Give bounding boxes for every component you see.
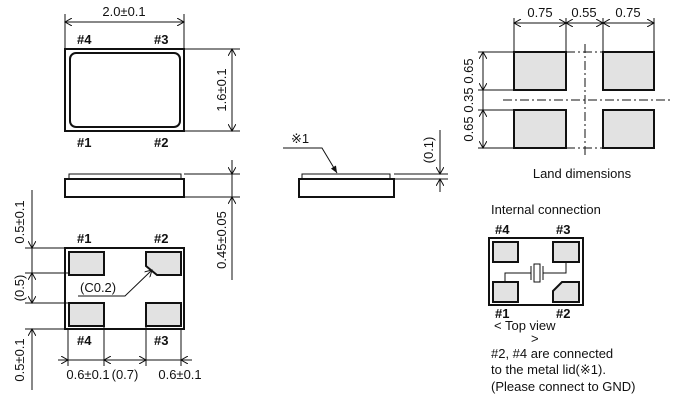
land-pad [602, 109, 655, 149]
pin-label-1: #1 [77, 231, 91, 246]
top-view-label-close: > [531, 331, 539, 346]
lid-outline [69, 52, 181, 128]
body-side [298, 178, 395, 198]
pin-label-3: #3 [154, 333, 168, 348]
land-left-dim-1: 0.65 [461, 58, 476, 83]
pin-label-2: #2 [556, 306, 570, 321]
lid-side-view: ※1 (0.1) [283, 130, 448, 198]
internal-title: Internal connection [491, 202, 601, 217]
land-caption: Land dimensions [533, 166, 632, 181]
chamfer-leader [78, 270, 152, 297]
pad-1 [68, 251, 105, 276]
pin-label-1: #1 [495, 306, 509, 321]
land-left-dim-2: 0.35 [461, 87, 476, 112]
crystal-symbol [533, 263, 541, 283]
land-pad [513, 51, 567, 91]
bottom-dim-2: (0.7) [112, 367, 139, 382]
pad-1 [492, 281, 519, 303]
body-side [64, 178, 185, 198]
package-outline [64, 247, 185, 330]
width-dim: 2.0±0.1 [102, 4, 145, 19]
internal-connection: Internal connection #4 #3 #1 #2 < Top vi… [488, 202, 636, 394]
land-top-dim-3: 0.75 [615, 5, 640, 20]
top-view-label: < Top view [494, 318, 556, 333]
land-top-dim-2: 0.55 [571, 5, 596, 20]
pin-label-4: #4 [77, 32, 92, 47]
side-view: 0.45±0.05 [64, 160, 240, 280]
connection-wire [504, 272, 531, 282]
bottom-view: #1 #2 #4 #3 (C0.2) 0.5±0.1 (0.5) 0.5±0.1… [12, 190, 202, 390]
connection-wire [543, 262, 567, 274]
pin-label-1: #1 [77, 135, 91, 150]
pad-3 [145, 302, 182, 327]
chamfer-label: (C0.2) [80, 280, 116, 295]
pin-label-3: #3 [154, 32, 168, 47]
note-line-2: to the metal lid(※1). [491, 362, 606, 377]
pad-4 [68, 302, 105, 327]
note-line-3: (Please connect to GND) [491, 379, 636, 394]
pad-2 [552, 281, 580, 303]
bottom-dim-1: 0.6±0.1 [66, 367, 109, 382]
land-left-dim-3: 0.65 [461, 116, 476, 141]
left-dim-1: 0.5±0.1 [12, 200, 27, 243]
left-dim-3: 0.5±0.1 [12, 338, 27, 381]
pin-label-3: #3 [556, 222, 570, 237]
pin-label-2: #2 [154, 231, 168, 246]
pad-3 [552, 241, 580, 263]
land-pad [602, 51, 655, 91]
package-outline [488, 237, 584, 306]
height-dim: 1.6±0.1 [214, 68, 229, 111]
land-top-dim-1: 0.75 [527, 5, 552, 20]
thickness-dim: 0.45±0.05 [214, 211, 229, 269]
pin-label-4: #4 [495, 222, 510, 237]
package-outline [64, 48, 185, 132]
pad-4 [492, 241, 519, 263]
lid-leader [283, 147, 338, 174]
pin-label-4: #4 [77, 333, 92, 348]
top-view: 2.0±0.1 1.6±0.1 #4 #3 #1 #2 [64, 4, 240, 150]
pad-2 [145, 251, 182, 276]
note-line-1: #2, #4 are connected [491, 346, 613, 361]
lid-thickness-dim: (0.1) [421, 137, 436, 164]
land-pattern: 0.75 0.55 0.75 0.65 0.35 0.65 Land dimen… [461, 5, 670, 181]
bottom-dim-3: 0.6±0.1 [158, 367, 201, 382]
left-dim-2: (0.5) [12, 275, 27, 302]
lid-note-ref: ※1 [291, 131, 309, 146]
pin-label-2: #2 [154, 135, 168, 150]
land-pad [513, 109, 567, 149]
